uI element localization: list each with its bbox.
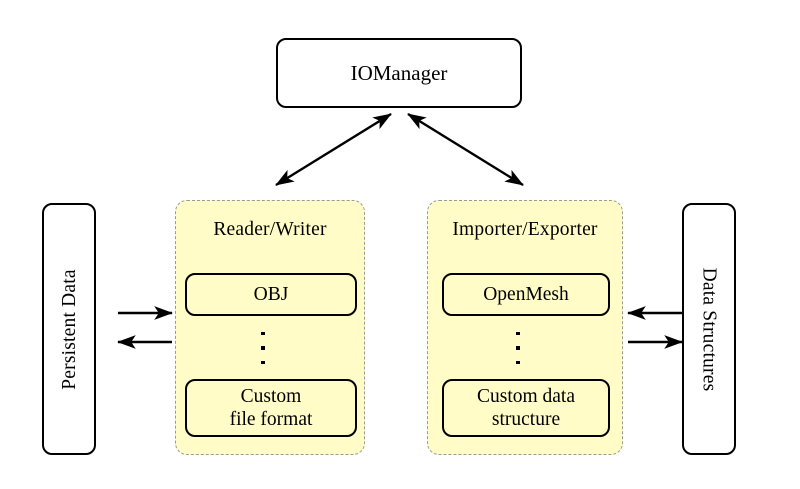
custom-file-format-line1: Custom [240,386,302,407]
node-iomanager[interactable]: IOManager [276,38,522,108]
obj-label: OBJ [253,284,289,305]
node-persistent-data[interactable]: Persistent Data [42,203,96,455]
node-custom-file-format[interactable]: Custom file format [185,379,357,437]
node-custom-data-structure[interactable]: Custom data structure [442,379,610,437]
node-obj[interactable]: OBJ [185,273,357,316]
arrow-iomanager-readerwriter [275,112,392,187]
custom-file-format-line2: file format [229,409,313,430]
custom-data-structure-line2: structure [491,409,561,430]
persistent-data-label: Persistent Data [58,268,80,390]
panel-reader-writer[interactable]: Reader/Writer OBJ Custom file format [175,200,365,455]
panel-importer-exporter[interactable]: Importer/Exporter OpenMesh Custom data s… [427,200,623,455]
custom-data-structure-line1: Custom data [476,386,576,407]
node-openmesh[interactable]: OpenMesh [442,273,610,316]
data-structures-label: Data Structures [698,267,720,391]
node-data-structures[interactable]: Data Structures [682,203,736,455]
ellipsis-reader-writer [260,332,266,364]
ellipsis-importer-exporter [515,332,521,364]
panel-importer-exporter-title: Importer/Exporter [452,219,598,240]
arrow-iomanager-importerexporter [407,112,524,187]
iomanager-label: IOManager [350,60,448,85]
panel-reader-writer-title: Reader/Writer [213,219,327,240]
openmesh-label: OpenMesh [483,284,569,305]
